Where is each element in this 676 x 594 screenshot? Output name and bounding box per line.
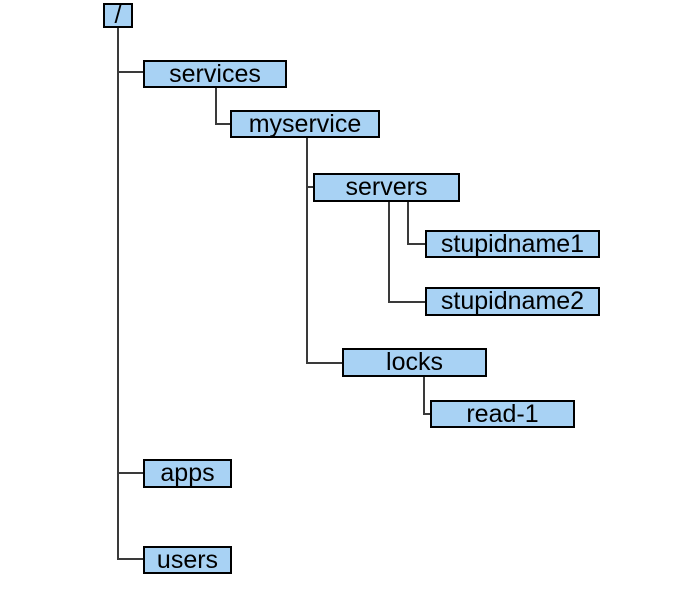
tree-node-apps-label: apps — [160, 459, 215, 487]
tree-node-services-label: services — [169, 59, 261, 88]
connector-services-myservice — [215, 87, 230, 125]
tree-node-myservice-label: myservice — [248, 109, 362, 138]
tree-node-root-label: / — [114, 1, 122, 29]
tree-node-locks-label: locks — [386, 348, 443, 376]
connector-myservice-locks — [306, 187, 342, 364]
connector-root-apps — [117, 72, 143, 474]
tree-node-users: users — [143, 546, 232, 574]
connector-root-users — [117, 473, 143, 560]
tree-node-servers-label: servers — [345, 173, 428, 201]
tree-node-locks: locks — [342, 348, 487, 377]
tree-node-read-1-label: read-1 — [466, 399, 539, 428]
connector-servers-stupidname2 — [388, 201, 425, 303]
tree-node-myservice: myservice — [230, 110, 380, 138]
tree-node-root: / — [103, 3, 133, 28]
connector-root-services — [117, 28, 143, 73]
tree-node-services: services — [143, 60, 287, 88]
tree-node-read-1: read-1 — [430, 400, 575, 428]
connector-locks-read-1 — [423, 376, 431, 415]
connector-servers-stupidname1 — [407, 201, 425, 245]
tree-node-stupidname2: stupidname2 — [425, 287, 600, 316]
tree-node-stupidname2-label: stupidname2 — [440, 287, 585, 315]
connector-myservice-servers — [306, 137, 315, 188]
tree-node-stupidname1-label: stupidname1 — [440, 229, 585, 258]
tree-node-stupidname1: stupidname1 — [425, 230, 600, 258]
tree-node-servers: servers — [313, 173, 460, 202]
tree-node-apps: apps — [143, 459, 232, 488]
tree-node-users-label: users — [156, 545, 219, 574]
